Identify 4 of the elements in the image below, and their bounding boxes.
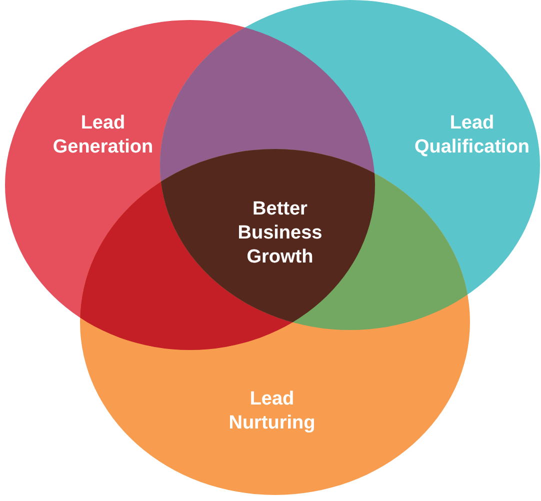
region-label: Better Business Growth [236, 197, 324, 269]
region-label: Lead Qualification [413, 111, 531, 159]
region-label: Lead Generation [52, 111, 154, 159]
region-label: Lead Nurturing [228, 387, 316, 435]
